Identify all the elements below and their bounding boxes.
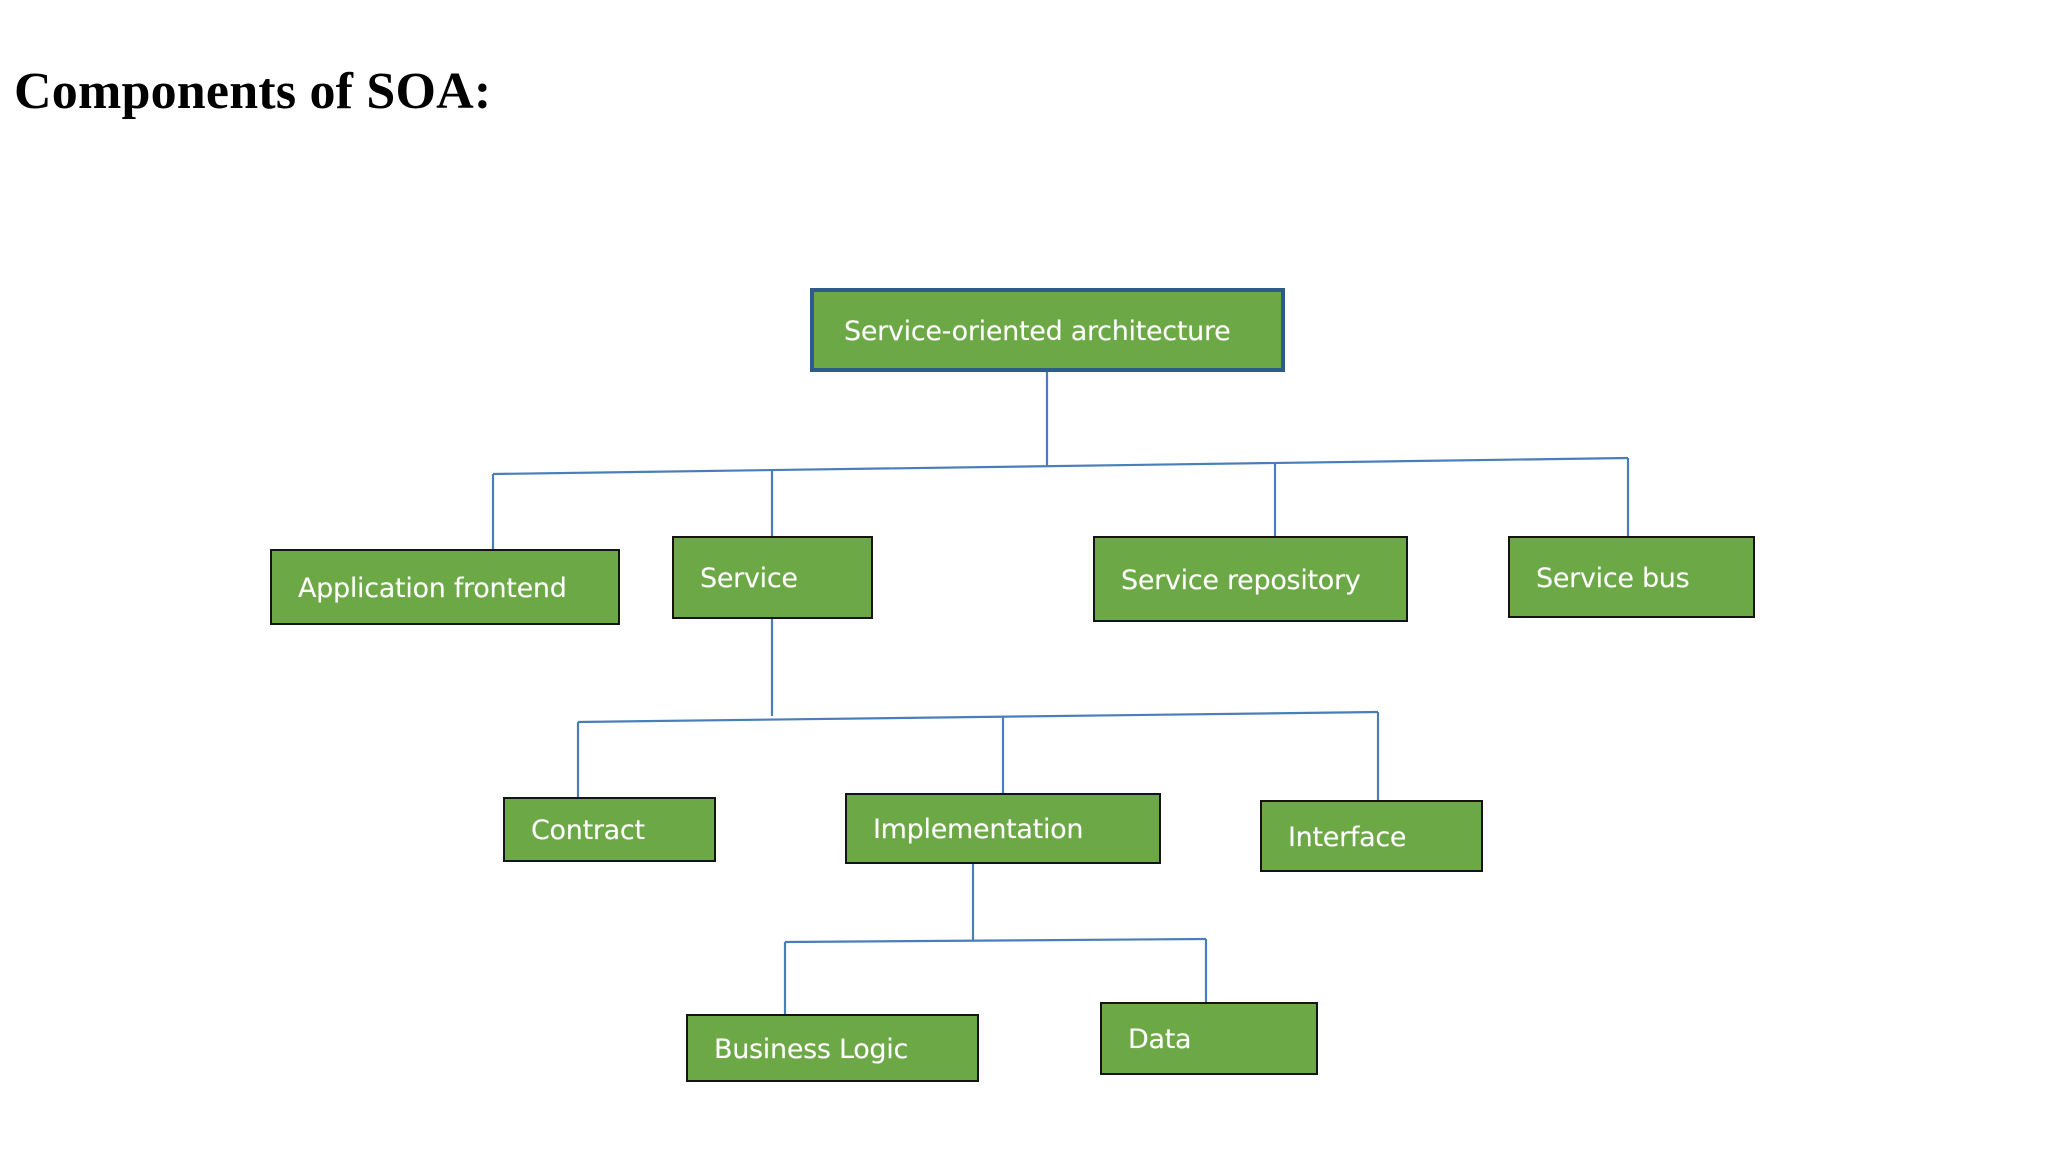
edge-service-rail: [577, 710, 1379, 724]
node-label: Application frontend: [298, 572, 567, 604]
node-label: Implementation: [873, 814, 1084, 845]
node-label: Service-oriented architecture: [844, 315, 1231, 347]
edge-implementation-rail: [784, 937, 1207, 944]
node-service[interactable]: Service: [672, 536, 873, 619]
node-application-frontend[interactable]: Application frontend: [270, 549, 620, 625]
node-label: Service: [700, 563, 798, 594]
node-label: Business Logic: [714, 1033, 909, 1065]
node-business-logic[interactable]: Business Logic: [686, 1014, 979, 1082]
node-label: Interface: [1288, 821, 1407, 853]
node-label: Contract: [531, 815, 645, 846]
node-label: Service bus: [1536, 562, 1690, 594]
node-service-bus[interactable]: Service bus: [1508, 536, 1755, 618]
node-interface[interactable]: Interface: [1260, 800, 1483, 872]
node-service-oriented-architecture[interactable]: Service-oriented architecture: [810, 288, 1285, 372]
node-service-repository[interactable]: Service repository: [1093, 536, 1408, 622]
page-title: Components of SOA:: [14, 63, 492, 120]
node-contract[interactable]: Contract: [503, 797, 716, 862]
node-label: Data: [1128, 1024, 1192, 1055]
node-data[interactable]: Data: [1100, 1002, 1318, 1075]
node-implementation[interactable]: Implementation: [845, 793, 1161, 864]
node-label: Service repository: [1121, 564, 1361, 596]
edge-soa-rail: [492, 456, 1629, 476]
